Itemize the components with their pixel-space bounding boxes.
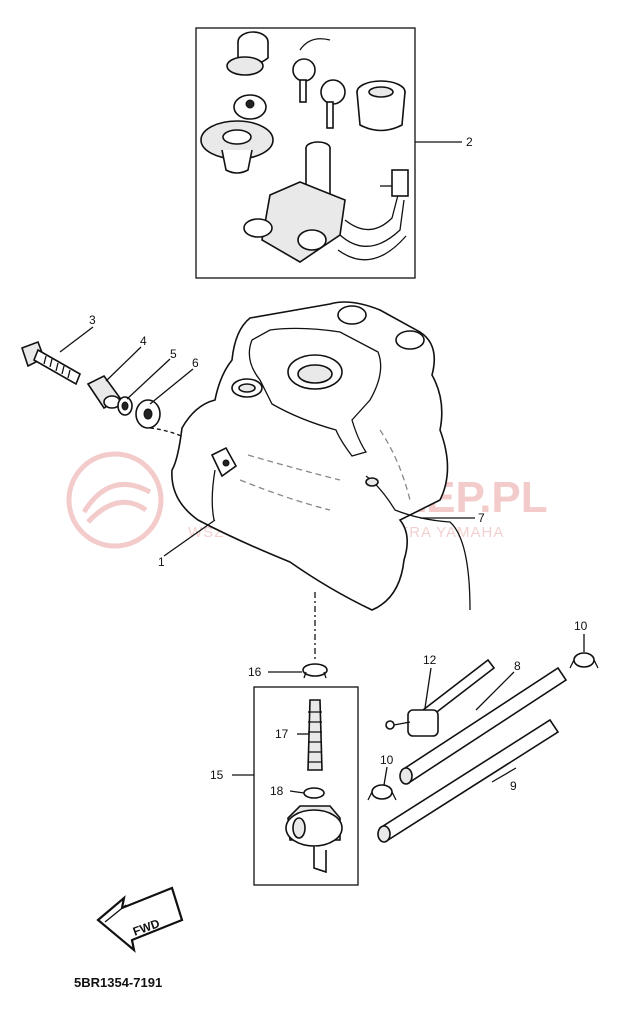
callout-15: 15	[210, 768, 224, 782]
seat-lock-icon	[226, 31, 269, 76]
callout-1: 1	[158, 555, 165, 569]
vacuum-hose-12	[385, 658, 496, 737]
main-switch-lock-set: 2	[195, 27, 473, 279]
o-ring-icon	[303, 787, 325, 799]
watermark-logo-icon	[66, 451, 164, 549]
callout-12: 12	[423, 653, 437, 667]
callout-18: 18	[270, 784, 284, 798]
callout-2: 2	[466, 135, 473, 149]
fuel-cap-lock-icon	[200, 94, 274, 174]
main-switch-icon	[243, 141, 409, 263]
callout-16: 16	[248, 665, 262, 679]
diagram-code: 5BR1354-7191	[74, 975, 162, 990]
callout-4: 4	[140, 334, 147, 348]
bolt-icon	[20, 340, 82, 386]
hose-clip-10-lower-icon	[367, 784, 397, 801]
washer-large-icon	[135, 399, 161, 429]
callout-6: 6	[192, 356, 199, 370]
fuel-tank: 1 7	[158, 301, 485, 660]
hoses-and-clips: 8 9 10 10 12	[367, 619, 599, 843]
callout-17: 17	[275, 727, 289, 741]
clip-16: 16	[248, 663, 328, 679]
strainer-icon	[307, 699, 323, 771]
callout-10-lower: 10	[380, 753, 394, 767]
hose-clip-10-upper-icon	[569, 652, 599, 669]
collar-icon	[86, 374, 122, 410]
callout-10-upper: 10	[574, 619, 588, 633]
callout-5: 5	[170, 347, 177, 361]
fuel-cock-assembly: 17 18 15	[210, 686, 359, 886]
mounting-hardware: 3 4 5 6	[20, 313, 199, 441]
fuel-hose-8	[399, 666, 568, 785]
fuel-hose-9	[377, 718, 560, 843]
fuel-cock-icon	[285, 805, 343, 874]
callout-7: 7	[478, 511, 485, 525]
cap-icon	[356, 80, 406, 132]
callout-8: 8	[514, 659, 521, 673]
callout-9: 9	[510, 779, 517, 793]
washer-small-icon	[117, 396, 133, 416]
callout-3: 3	[89, 313, 96, 327]
forward-arrow-icon: FWD	[96, 886, 184, 953]
key-icon	[292, 38, 346, 129]
